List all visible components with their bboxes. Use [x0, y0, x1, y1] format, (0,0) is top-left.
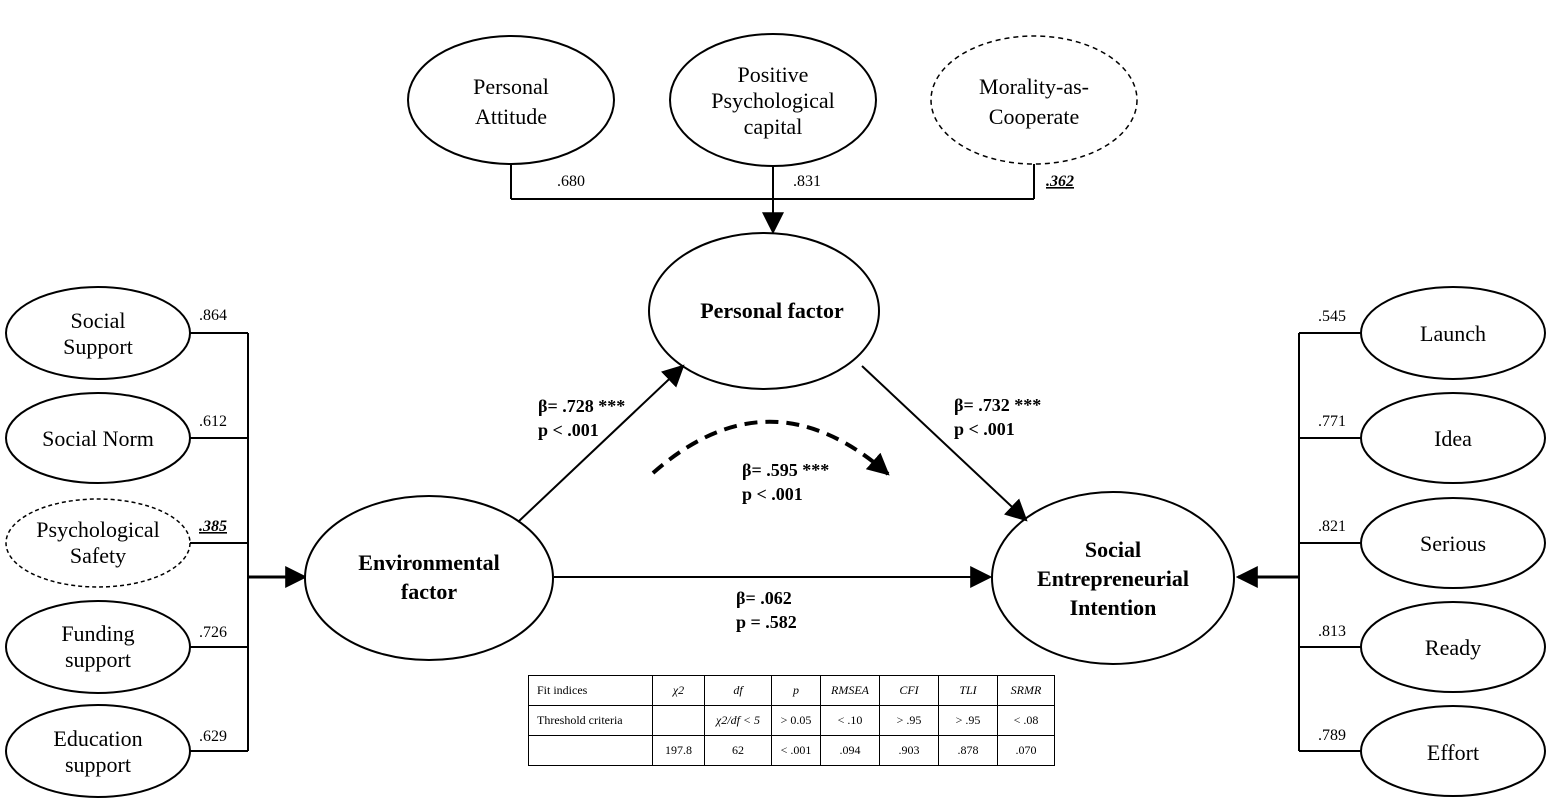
coef-indirect-p: p < .001 — [742, 484, 803, 504]
loading-positive-psychological-capital: .831 — [793, 173, 821, 190]
indicator-label: Education — [53, 726, 142, 751]
indicator-funding-support: Funding support — [5, 600, 191, 694]
indicator-idea: Idea — [1360, 392, 1546, 484]
indicator-morality-as-cooperate: Morality-as- Cooperate — [930, 35, 1138, 165]
table-row: 197.8 62 < .001 .094 .903 .878 .070 — [528, 735, 1055, 766]
loading-ready: .813 — [1318, 623, 1346, 640]
table-cell: > 0.05 — [771, 705, 821, 736]
coef-indirect-beta: β= .595 *** — [742, 460, 829, 480]
table-cell — [528, 735, 653, 766]
table-cell — [652, 705, 705, 736]
table-cell: > .95 — [879, 705, 939, 736]
coef-personal-to-sei-beta: β= .732 *** — [954, 395, 1041, 415]
indicator-label: Cooperate — [989, 104, 1079, 129]
loading-education-support: .629 — [199, 728, 227, 745]
indicator-label: capital — [744, 114, 803, 139]
factor-personal: Personal factor — [648, 232, 880, 390]
loading-personal-attitude: .680 — [557, 173, 585, 190]
indicator-label: Funding — [61, 621, 134, 646]
indicator-label: Safety — [70, 543, 126, 568]
table-cell: df — [704, 675, 772, 706]
factor-environmental: Environmental factor — [304, 495, 554, 661]
path-personal-to-sei — [861, 365, 1028, 522]
coef-env-to-personal-p: p < .001 — [538, 420, 599, 440]
indicator-psychological-safety: Psychological Safety — [5, 498, 191, 588]
indicator-label: Idea — [1434, 426, 1472, 451]
loading-psychological-safety: .385 — [199, 518, 227, 535]
loading-idea: .771 — [1318, 413, 1346, 430]
table-cell: SRMR — [997, 675, 1055, 706]
factor-environmental-label: Environmental — [358, 550, 499, 575]
fit-indices-table: Fit indices χ2 df p RMSEA CFI TLI SRMR T… — [528, 675, 1055, 766]
indicator-effort: Effort — [1360, 705, 1546, 797]
table-cell: 197.8 — [652, 735, 705, 766]
indicator-label: Morality-as- — [979, 74, 1089, 99]
indicator-label: Attitude — [475, 104, 547, 129]
loading-effort: .789 — [1318, 727, 1346, 744]
indicator-label: support — [65, 752, 131, 777]
factor-sei-label: Social — [1085, 537, 1141, 562]
indicator-label: Social — [71, 308, 126, 333]
table-cell: .878 — [938, 735, 998, 766]
table-row: Fit indices χ2 df p RMSEA CFI TLI SRMR — [528, 675, 1055, 706]
factor-sei-label: Entrepreneurial — [1037, 566, 1189, 591]
indicator-label: Social Norm — [42, 426, 154, 451]
indicator-label: Serious — [1420, 531, 1486, 556]
table-cell: > .95 — [938, 705, 998, 736]
table-cell: .070 — [997, 735, 1055, 766]
indicator-label: Launch — [1420, 321, 1486, 346]
indicator-serious: Serious — [1360, 497, 1546, 589]
table-cell: χ2 — [652, 675, 705, 706]
table-cell: χ2/df < 5 — [704, 705, 772, 736]
path-env-to-personal — [517, 364, 685, 523]
table-cell: < .08 — [997, 705, 1055, 736]
table-cell: CFI — [879, 675, 939, 706]
table-cell: p — [771, 675, 821, 706]
personal-connector — [510, 164, 1035, 235]
table-cell: Fit indices — [528, 675, 653, 706]
loading-launch: .545 — [1318, 308, 1346, 325]
indicator-label: Support — [63, 334, 133, 359]
loading-serious: .821 — [1318, 518, 1346, 535]
indicator-label: Positive — [738, 62, 809, 87]
table-cell: Threshold criteria — [528, 705, 653, 736]
coef-env-to-sei-beta: β= .062 — [736, 588, 792, 608]
table-cell: .094 — [820, 735, 880, 766]
indicator-personal-attitude: Personal Attitude — [407, 35, 615, 165]
table-cell: < .001 — [771, 735, 821, 766]
indicator-ready: Ready — [1360, 601, 1546, 693]
indicator-label: support — [65, 647, 131, 672]
coef-env-to-personal-beta: β= .728 *** — [538, 396, 625, 416]
loading-morality-as-cooperate: .362 — [1046, 173, 1074, 190]
table-cell: TLI — [938, 675, 998, 706]
indicator-social-support: Social Support — [5, 286, 191, 380]
indicator-label: Personal — [473, 74, 549, 99]
indicator-education-support: Education support — [5, 704, 191, 798]
loading-funding-support: .726 — [199, 624, 227, 641]
coef-personal-to-sei-p: p < .001 — [954, 419, 1015, 439]
indicator-positive-psychological-capital: Positive Psychological capital — [669, 33, 877, 167]
table-cell: 62 — [704, 735, 772, 766]
indicator-social-norm: Social Norm — [5, 392, 191, 484]
loading-social-support: .864 — [199, 307, 227, 324]
intention-connector — [1298, 332, 1361, 752]
indicator-label: Psychological — [711, 88, 834, 113]
coef-env-to-sei-p: p = .582 — [736, 612, 797, 632]
factor-environmental-label: factor — [401, 579, 457, 604]
table-cell: RMSEA — [820, 675, 880, 706]
table-row: Threshold criteria χ2/df < 5 > 0.05 < .1… — [528, 705, 1055, 736]
loading-social-norm: .612 — [199, 413, 227, 430]
indicator-label: Effort — [1427, 740, 1479, 765]
table-cell: < .10 — [820, 705, 880, 736]
indicator-launch: Launch — [1360, 286, 1546, 380]
indicator-label: Psychological — [36, 517, 159, 542]
factor-social-entrepreneurial-intention: Social Entrepreneurial Intention — [991, 491, 1235, 665]
factor-personal-label: Personal factor — [700, 298, 844, 323]
table-cell: .903 — [879, 735, 939, 766]
path-indirect-effect — [651, 419, 890, 476]
factor-sei-label: Intention — [1070, 595, 1157, 620]
environmental-connector — [190, 332, 249, 752]
indicator-label: Ready — [1425, 635, 1481, 660]
